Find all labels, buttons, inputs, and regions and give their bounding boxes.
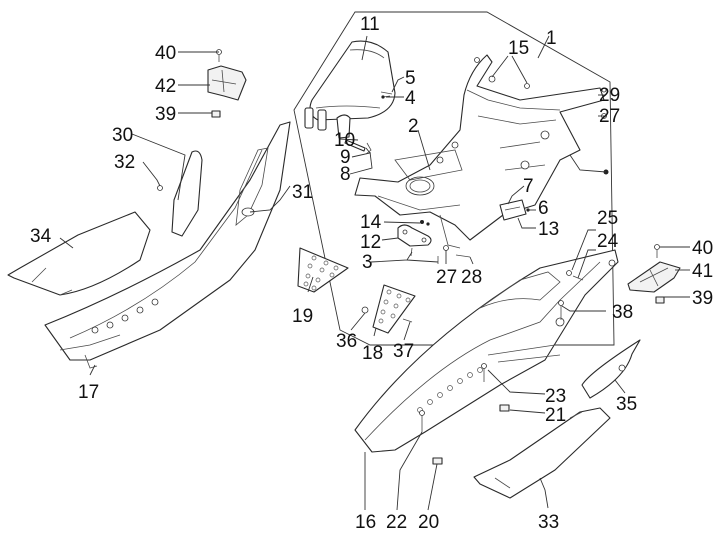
callout-42: 42 [155,76,176,97]
callout-9: 9 [340,147,351,168]
callout-27-top: 27 [599,106,620,127]
callout-37: 37 [393,341,414,362]
part-40-screw-lower [654,244,660,258]
callout-36: 36 [336,331,357,352]
part-37-screw [402,318,413,323]
part-41-bracket [627,261,681,293]
callout-23: 23 [545,386,566,407]
callout-34: 34 [30,226,52,247]
part-36-nut [361,306,369,314]
callout-8: 8 [340,164,351,185]
callout-20: 20 [418,512,439,533]
part-32-screw [157,185,163,191]
part-14-fastener [420,220,430,226]
part-19-footrest [297,247,349,293]
leader-lines [59,35,690,511]
part-8-clip [365,142,372,155]
part-4-5-clip [380,91,393,99]
callout-12: 12 [360,232,381,253]
callout-32: 32 [114,152,135,173]
callout-28: 28 [461,267,482,288]
part-2-center-body [354,54,605,249]
callout-27-lower: 27 [436,267,457,288]
callout-19: 19 [292,306,313,327]
part-10-knob [336,114,351,139]
callout-3: 3 [362,252,373,273]
callout-17: 17 [78,382,99,403]
callout-31: 31 [292,182,313,203]
callout-35: 35 [616,394,637,415]
part-23-screw [481,363,487,382]
part-38-screw [558,300,564,320]
callout-38: 38 [612,302,633,323]
part-40-screw-upper [216,49,222,62]
callout-30: 30 [112,125,133,146]
part-27-28-fasteners [443,245,471,258]
part-39-clip-upper [211,110,221,118]
part-22-screw [419,410,425,432]
part-24-25-fasteners [566,270,584,281]
callout-39-lower: 39 [692,288,713,309]
part-20-clip [432,457,443,465]
callout-5: 5 [405,68,416,89]
callout-7: 7 [523,176,534,197]
part-18-footrest [372,284,416,334]
callout-13: 13 [538,219,559,240]
part-31-left-side-panel [44,121,291,361]
callout-33: 33 [538,512,559,533]
part-35-side-cover [581,339,641,399]
callout-24: 24 [597,231,619,252]
callout-29: 29 [599,85,620,106]
callout-18: 18 [362,343,383,364]
callout-25: 25 [597,208,618,229]
callout-6: 6 [538,198,549,219]
callout-41: 41 [692,261,713,282]
callout-10: 10 [334,130,355,151]
callout-14: 14 [360,212,382,233]
part-15-nuts [474,57,530,89]
part-9-pin [344,139,366,152]
part-42-bracket [207,65,247,101]
callout-11: 11 [360,14,380,35]
part-30-side-cover [171,150,203,237]
part-12-plate [397,224,432,247]
callout-40-upper: 40 [155,43,176,64]
callout-1: 1 [546,28,557,49]
part-11-seat-pad [304,40,396,131]
callout-39-upper: 39 [155,104,176,125]
part-16-floor-frame [354,249,619,453]
callout-2: 2 [408,116,419,137]
part-34-left-floor-mat [7,211,151,296]
callout-21: 21 [545,405,566,426]
callout-15: 15 [508,38,529,59]
part-39-clip-lower [655,296,665,304]
callout-22: 22 [386,512,407,533]
callout-40-lower: 40 [692,238,713,259]
part-33-right-floor-mat [473,407,611,499]
callout-4: 4 [405,88,416,109]
part-21-clip [499,404,510,412]
callout-16: 16 [355,512,376,533]
callout-labels: 11 1 15 5 4 10 9 8 2 29 27 7 6 13 14 12 … [30,14,713,533]
